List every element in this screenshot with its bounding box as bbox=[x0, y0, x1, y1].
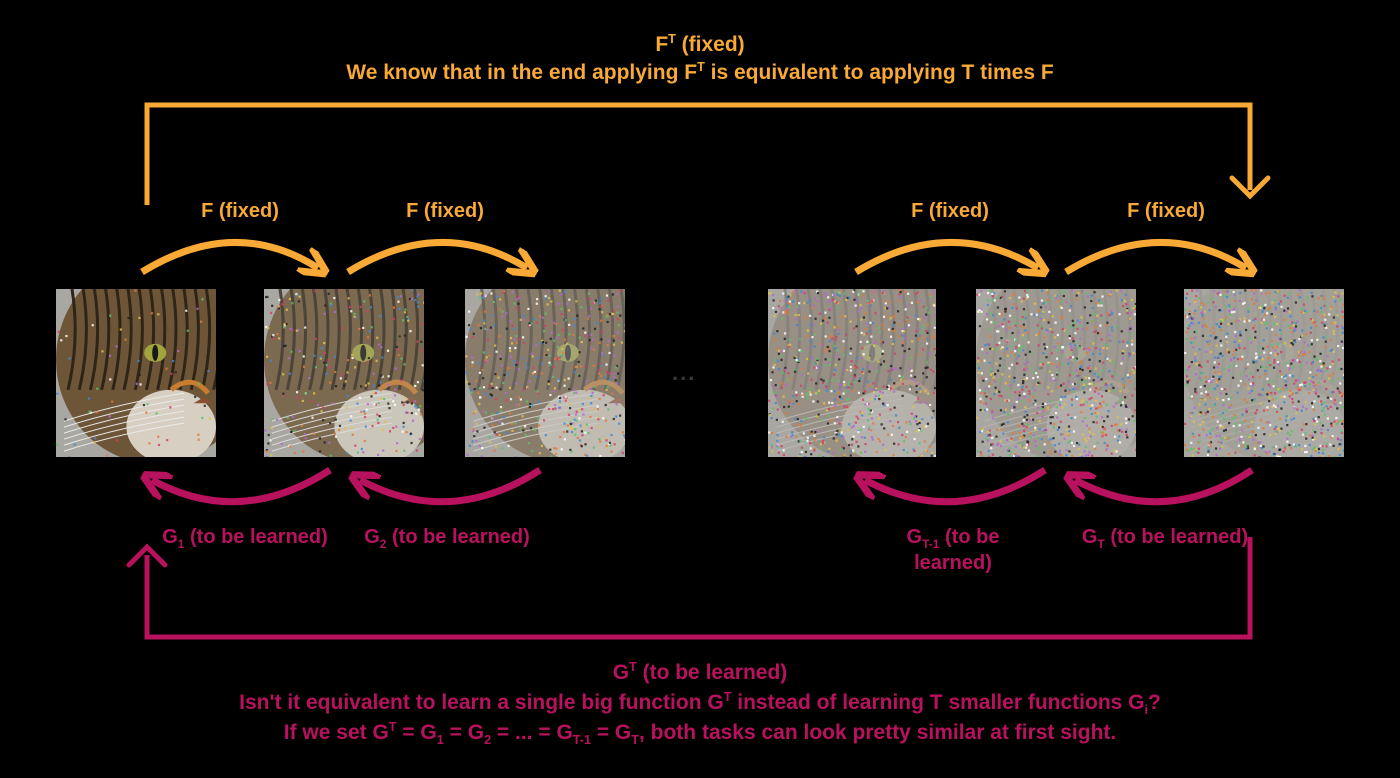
gt-question: Isn't it equivalent to learn a single bi… bbox=[239, 690, 1161, 718]
cat-image-noise-t-1 bbox=[976, 289, 1136, 457]
gt-bracket-arrow bbox=[144, 537, 1253, 640]
backward-label-1: G1 (to be learned) bbox=[162, 526, 328, 551]
ft-arrowhead bbox=[1229, 175, 1271, 200]
ft-bracket-arrow bbox=[144, 102, 1253, 205]
backward-arrow-2 bbox=[360, 467, 542, 506]
gt-arrowhead bbox=[126, 543, 168, 568]
forward-label-3: F (fixed) bbox=[911, 200, 989, 222]
backward-arrow-4 bbox=[1075, 467, 1254, 506]
cat-image-clean bbox=[56, 289, 216, 457]
forward-label-1: F (fixed) bbox=[201, 200, 279, 222]
backward-label-2: G2 (to be learned) bbox=[364, 526, 530, 551]
forward-label-4: F (fixed) bbox=[1127, 200, 1205, 222]
backward-label-3: GT-1 (to be learned) bbox=[906, 526, 1000, 574]
ft-subtitle: We know that in the end applying FT is e… bbox=[346, 60, 1054, 84]
gt-title: GT (to be learned) bbox=[612, 660, 788, 684]
cat-image-noise-t bbox=[1184, 289, 1344, 457]
ellipsis: ... bbox=[672, 360, 697, 385]
backward-arrow-1 bbox=[152, 467, 332, 506]
forward-label-2: F (fixed) bbox=[406, 200, 484, 222]
cat-image-noise-1 bbox=[264, 289, 424, 457]
forward-arrow-1 bbox=[140, 238, 318, 272]
gt-equivalence: If we set GT = G1 = G2 = ... = GT-1 = GT… bbox=[283, 720, 1117, 748]
cat-image-noise-2 bbox=[465, 289, 625, 457]
backward-arrow-3 bbox=[865, 467, 1047, 506]
forward-arrow-2 bbox=[346, 238, 527, 272]
forward-arrow-3 bbox=[854, 238, 1038, 272]
backward-label-4: GT (to be learned) bbox=[1081, 526, 1249, 551]
cat-image-noise-t-2 bbox=[768, 289, 936, 457]
forward-arrow-4 bbox=[1064, 238, 1246, 272]
ft-title: FT (fixed) bbox=[655, 32, 745, 56]
